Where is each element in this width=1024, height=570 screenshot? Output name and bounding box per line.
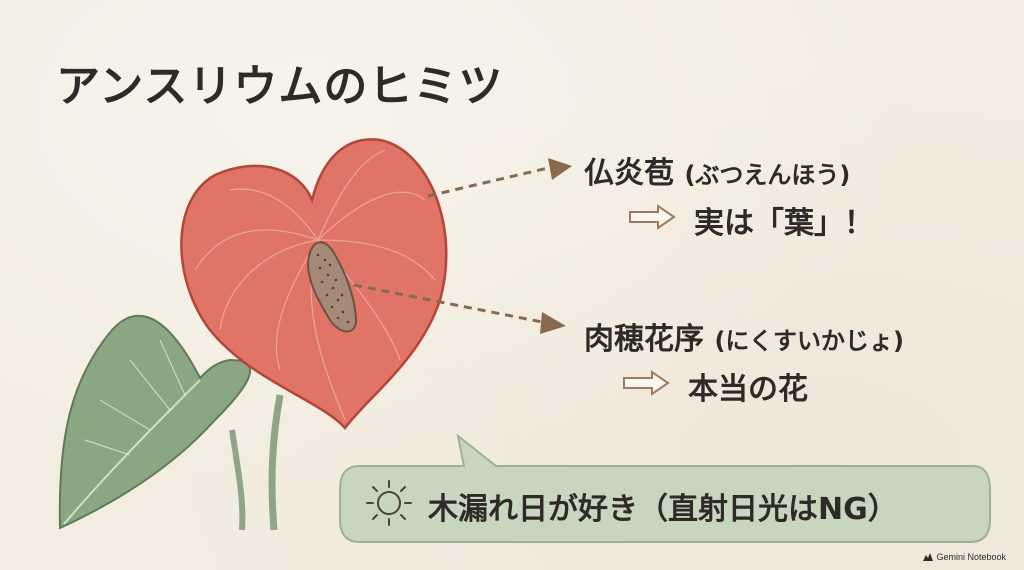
pointer-line-spathe xyxy=(427,166,549,198)
pointer-arrowhead xyxy=(540,312,566,334)
sun-icon xyxy=(366,480,412,526)
spathe-reading: (ぶつえんほう) xyxy=(684,161,851,189)
pointer-arrowhead xyxy=(548,158,572,180)
stem xyxy=(229,429,246,531)
spadix xyxy=(307,241,358,333)
spadix-name: 肉穂花序 xyxy=(584,322,704,357)
stem xyxy=(268,394,284,531)
logo-icon xyxy=(923,553,934,561)
spadix-note: 本当の花 xyxy=(688,372,808,407)
tip-bubble xyxy=(339,433,991,543)
page-title: アンスリウムのヒミツ xyxy=(56,61,504,112)
brand-mark: Gemini Notebook xyxy=(923,552,1006,562)
arrow-right-icon xyxy=(623,370,670,396)
arrow-right-icon xyxy=(629,204,676,230)
spadix-reading: (にくすいかじょ) xyxy=(714,327,904,355)
pointer-line-spadix xyxy=(353,283,543,324)
spathe-note: 実は「葉」！ xyxy=(694,206,874,241)
spadix-label: 肉穂花序 (にくすいかじょ) xyxy=(584,314,904,358)
spathe-name: 仏炎苞 xyxy=(584,156,674,191)
tip-text: 木漏れ日が好き（直射日光はNG） xyxy=(428,492,898,527)
spathe-label: 仏炎苞 (ぶつえんほう) xyxy=(584,148,850,192)
brand-name: Gemini Notebook xyxy=(936,552,1006,562)
